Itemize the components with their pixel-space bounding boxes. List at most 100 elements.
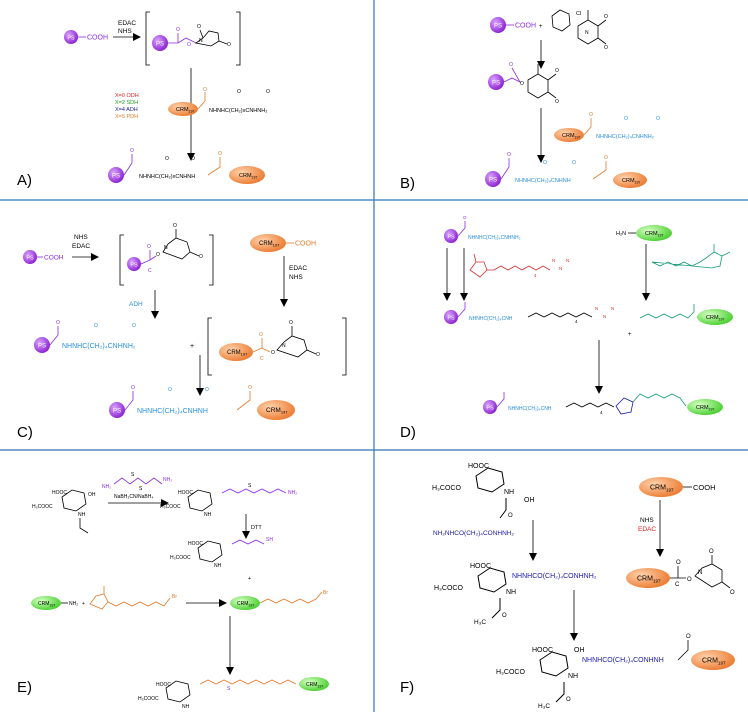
conjugate-s: S	[227, 686, 231, 692]
ester-o: O	[259, 332, 263, 338]
product-o-1: O	[165, 156, 169, 162]
crm-green-ellipse	[697, 309, 733, 325]
crm-orange-ellipse	[250, 234, 286, 252]
crm-orange-ellipse	[168, 102, 198, 116]
nhs2-label: NHS	[289, 274, 303, 281]
amine-label: H₂N	[616, 231, 626, 237]
crm-green-ellipse	[31, 596, 61, 610]
adh-reagent: NH₂NHCO(CH₂)₄CONHNH₂	[433, 530, 514, 537]
bracket-left	[145, 11, 150, 66]
sugar-ring	[477, 567, 507, 593]
intermediate-o-2: O	[132, 323, 136, 329]
nhs-n: N	[164, 245, 168, 251]
carbonyl-o: O	[203, 87, 207, 93]
crm-orange-ellipse	[229, 166, 265, 184]
product-o: O	[507, 152, 511, 158]
ps-label: PS	[38, 344, 46, 350]
ps-sphere	[127, 257, 141, 271]
crm-label: CRM197	[227, 350, 248, 357]
ps-label: PS	[447, 316, 455, 322]
nh-label: NH	[568, 673, 578, 680]
dtt-label: DTT	[251, 525, 262, 531]
ps-sphere	[483, 400, 497, 414]
carbonyl	[197, 92, 206, 110]
conjugate-chain	[199, 679, 297, 685]
reagent-sub-4: 4	[534, 273, 537, 278]
bromoacetyl-chain	[259, 591, 323, 604]
ester-c: C	[260, 356, 264, 362]
reagent-hydrazide: NHNHC(CH₂)xCNHNH₂	[209, 108, 267, 114]
nhs-n: N	[698, 570, 702, 576]
reagent-hydrazide: NHNHC(CH₂)₄CNHNH₂	[596, 134, 654, 140]
crm-label: CRM197	[259, 241, 280, 248]
product-o: O	[686, 634, 691, 640]
nh-label: NH	[214, 563, 222, 569]
ps-label: PS	[489, 178, 497, 184]
crm-green-ellipse	[636, 225, 672, 241]
azide-n-1: N	[552, 258, 555, 263]
nhs-peg-azide	[469, 253, 551, 278]
h3cooc-label: H₃COOC	[160, 504, 181, 510]
nh-label: NH	[78, 512, 86, 518]
s-1: S	[131, 472, 135, 478]
edac-label: EDAC	[72, 243, 90, 250]
crm-orange-ellipse	[691, 650, 735, 670]
ester-o: O	[509, 62, 513, 68]
product-crm-bond	[207, 157, 221, 176]
cystamine-chain	[221, 488, 287, 494]
h3cooc-label: H₃COOC	[138, 696, 159, 702]
panel-a-letter: A)	[17, 172, 32, 189]
bracket-right	[342, 317, 347, 376]
product-carbonyl	[123, 154, 133, 176]
product-o-1: O	[168, 387, 172, 393]
ps-sphere	[488, 74, 504, 90]
nhs-label: NHS	[74, 234, 88, 241]
ester-o-link: O	[520, 81, 524, 87]
ps-sphere	[34, 337, 50, 353]
triazine-ring	[577, 10, 607, 45]
sugar-ring	[197, 540, 223, 563]
carbonyl	[457, 221, 466, 237]
product-crm-o: O	[604, 155, 608, 161]
sugar-ring	[61, 489, 87, 512]
reagent-o-1: O	[624, 116, 628, 122]
bromoacetyl-nhs	[89, 586, 171, 610]
crm-label: CRM197	[622, 178, 640, 185]
hooc-label: HOOC	[156, 682, 171, 688]
nhs-o1: O	[197, 24, 201, 30]
crm-cooh-label: COOH	[295, 241, 316, 248]
triazole-sub-4: 4	[600, 410, 603, 415]
x-pdh-label: X=5 PDH	[115, 114, 138, 120]
ps-label: PS	[156, 42, 164, 48]
product-carbonyl	[500, 158, 510, 180]
ps-sphere	[490, 17, 506, 33]
nhs-o2: O	[199, 254, 203, 260]
nh2-left: NH₂	[102, 484, 111, 490]
adh-label: ADH	[129, 301, 143, 308]
ps-azide-linker: NHNHC(CH₂)₄CNH	[469, 316, 513, 322]
crm-label: CRM197	[562, 133, 580, 140]
oh-label: OH	[524, 497, 535, 504]
nhs-label: NHS	[118, 28, 132, 35]
ps-label: PS	[447, 235, 455, 241]
hooc-label: HOOC	[470, 563, 491, 570]
hooc-label: HOOC	[532, 647, 553, 654]
nhs-o1: O	[709, 549, 714, 555]
ester-o: O	[187, 42, 191, 48]
crm-cooh: COOH	[693, 483, 716, 492]
panel-d: PS O NHNHC(CH₂)₄CNHNH₂ H₂N CRM197 4 N N …	[400, 215, 733, 441]
ester-c: C	[148, 268, 152, 274]
nhs-label: NHS	[640, 517, 654, 524]
triazole-ring	[615, 397, 634, 415]
h3cooc-label: H₃COOC	[170, 555, 191, 561]
carbonyl-o: O	[56, 320, 60, 326]
ps-azide-sub-4: 4	[575, 319, 578, 324]
ps-sphere	[109, 402, 125, 418]
product-o: O	[130, 148, 134, 154]
acetyl	[491, 598, 501, 619]
ps-sphere	[152, 35, 168, 51]
product-o-2: O	[572, 160, 576, 166]
nhs-ring	[162, 229, 200, 260]
cl-label: Cl	[576, 11, 581, 17]
azide-n-5: N	[603, 314, 606, 319]
